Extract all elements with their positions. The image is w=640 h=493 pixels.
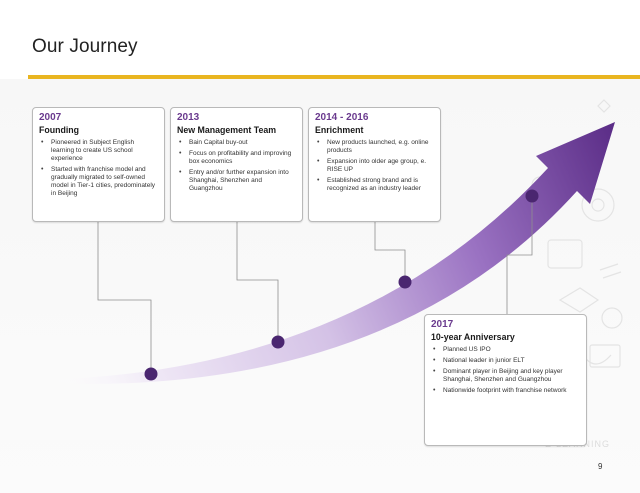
bullet-item: Bain Capital buy-out (179, 139, 296, 147)
milestone-card-2017: 2017 10-year Anniversary Planned US IPO … (424, 314, 587, 446)
bullet-item: Nationwide footprint with franchise netw… (433, 387, 580, 395)
milestone-heading: Founding (39, 125, 80, 135)
bullet-item: Established strong brand and is recogniz… (317, 177, 434, 193)
page-title: Our Journey (32, 36, 138, 57)
page-number: 9 (598, 462, 603, 471)
milestone-year: 2014 - 2016 (315, 112, 369, 123)
milestone-year: 2017 (431, 319, 454, 330)
milestone-marker-2017 (525, 189, 539, 203)
bullet-item: Expansion into older age group, e. RISE … (317, 158, 434, 174)
milestone-bullets: New products launched, e.g. online produ… (315, 139, 434, 193)
bullet-item: Pioneered in Subject English learning to… (41, 139, 158, 163)
connector-lines (97, 196, 533, 374)
milestone-bullets: Pioneered in Subject English learning to… (39, 139, 158, 198)
milestone-heading: New Management Team (177, 125, 277, 135)
bullet-item: Dominant player in Beijing and key playe… (433, 368, 580, 384)
bullet-item: Started with franchise model and gradual… (41, 166, 158, 198)
title-underline (28, 75, 640, 79)
milestone-marker-2007 (144, 367, 158, 381)
bullet-item: National leader in junior ELT (433, 357, 580, 365)
milestone-heading: Enrichment (315, 125, 364, 135)
growth-arrow (40, 122, 615, 385)
bullet-item: Entry and/or further expansion into Shan… (179, 169, 296, 193)
milestone-bullets: Bain Capital buy-out Focus on profitabil… (177, 139, 296, 193)
milestone-year: 2013 (177, 112, 200, 123)
milestone-marker-2013 (271, 335, 285, 349)
milestone-card-2013: 2013 New Management Team Bain Capital bu… (170, 107, 303, 222)
bullet-item: Planned US IPO (433, 346, 580, 354)
milestone-card-2014-2016: 2014 - 2016 Enrichment New products laun… (308, 107, 441, 222)
milestone-year: 2007 (39, 112, 62, 123)
milestone-card-2007: 2007 Founding Pioneered in Subject Engli… (32, 107, 165, 222)
milestone-heading: 10-year Anniversary (431, 332, 515, 342)
milestone-bullets: Planned US IPO National leader in junior… (431, 346, 580, 395)
bullet-item: Focus on profitability and improving box… (179, 150, 296, 166)
milestone-marker-2014-2016 (398, 275, 412, 289)
bullet-item: New products launched, e.g. online produ… (317, 139, 434, 155)
